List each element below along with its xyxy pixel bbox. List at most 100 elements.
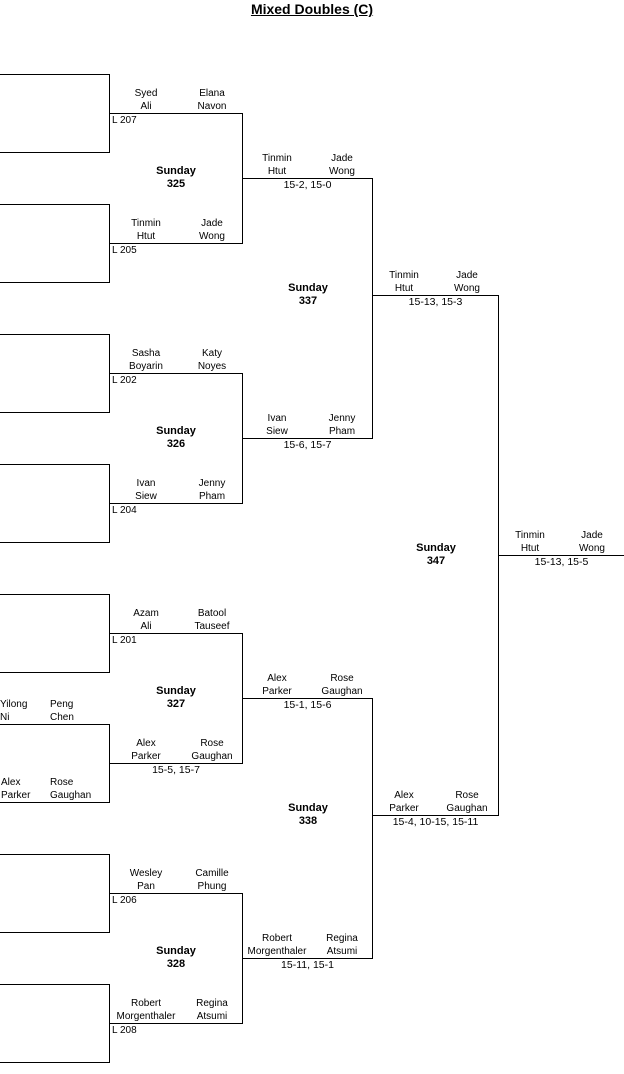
player-last-name: Gaughan xyxy=(321,686,363,697)
loser-from-label: L 206 xyxy=(112,895,137,906)
player-last-name: Siew xyxy=(266,426,288,437)
player-last-name: Parker xyxy=(262,686,292,697)
match-number: 338 xyxy=(298,815,318,827)
match-day: Sunday xyxy=(156,685,196,697)
player-first-name: Elana xyxy=(199,88,225,99)
player-first-name: Jade xyxy=(456,270,478,281)
player-last-name: Phung xyxy=(197,881,227,892)
match-number: 328 xyxy=(166,958,186,970)
loser-from-label: L 208 xyxy=(112,1025,137,1036)
match-score: 15-4, 10-15, 15-11 xyxy=(392,816,479,828)
player-last-name: Parker xyxy=(389,803,419,814)
player-last-name: Wong xyxy=(454,283,480,294)
player-last-name: Gaughan xyxy=(50,790,92,801)
player-first-name: Rose xyxy=(330,673,354,684)
player-last-name: Ali xyxy=(140,101,152,112)
player-first-name: Rose xyxy=(50,777,74,788)
match-score: 15-13, 15-3 xyxy=(408,296,463,308)
slot-line xyxy=(0,542,110,543)
bracket-line xyxy=(109,113,243,114)
slot-line xyxy=(0,1062,110,1063)
player-first-name: Katy xyxy=(201,348,222,359)
player-first-name: Azam xyxy=(133,608,159,619)
player-first-name: Robert xyxy=(130,998,161,1009)
player-last-name: Parker xyxy=(1,790,31,801)
slot-line xyxy=(0,672,110,673)
bracket-line xyxy=(109,1023,243,1024)
player-last-name: Siew xyxy=(135,491,157,502)
player-first-name: Syed xyxy=(134,88,158,99)
player-last-name: Morgenthaler xyxy=(247,946,307,957)
player-last-name: Pham xyxy=(328,426,356,437)
player-first-name: Tinmin xyxy=(389,270,419,281)
player-first-name: Sasha xyxy=(131,348,161,359)
player-last-name: Htut xyxy=(136,231,156,242)
slot-line xyxy=(0,74,110,75)
player-first-name: Tinmin xyxy=(131,218,161,229)
loser-from-label: L 205 xyxy=(112,245,137,256)
match-day: Sunday xyxy=(288,282,328,294)
match-day: Sunday xyxy=(416,542,456,554)
player-last-name: Atsumi xyxy=(196,1011,228,1022)
player-first-name: Ivan xyxy=(136,478,156,489)
player-last-name: Htut xyxy=(267,166,287,177)
player-first-name: Jade xyxy=(331,153,353,164)
player-last-name: Morgenthaler xyxy=(116,1011,176,1022)
loser-from-label: L 201 xyxy=(112,635,137,646)
player-last-name: Boyarin xyxy=(129,361,163,372)
player-last-name: Navon xyxy=(197,101,227,112)
player-first-name: Camille xyxy=(195,868,229,879)
match-day: Sunday xyxy=(288,802,328,814)
player-last-name: Pan xyxy=(137,881,155,892)
player-last-name: Noyes xyxy=(197,361,227,372)
bracket-line xyxy=(372,295,499,296)
player-last-name: Gaughan xyxy=(191,751,233,762)
player-first-name: Jade xyxy=(581,530,603,541)
player-first-name: Jenny xyxy=(198,478,226,489)
match-number: 337 xyxy=(298,295,318,307)
slot-line xyxy=(0,412,110,413)
player-first-name: Yilong xyxy=(0,699,28,710)
player-last-name: Ali xyxy=(140,621,152,632)
match-score: 15-5, 15-7 xyxy=(152,764,200,776)
match-number: 347 xyxy=(426,555,446,567)
bracket-line xyxy=(372,698,373,959)
bracket-line xyxy=(242,958,373,959)
match-score: 15-6, 15-7 xyxy=(283,439,332,451)
bracket-line xyxy=(372,178,373,439)
slot-line xyxy=(0,204,110,205)
match-number: 326 xyxy=(166,438,186,450)
bracket-line xyxy=(109,763,243,764)
slot-line xyxy=(0,594,110,595)
bracket-line xyxy=(242,698,373,699)
player-last-name: Parker xyxy=(131,751,161,762)
player-first-name: Jenny xyxy=(328,413,356,424)
match-day: Sunday xyxy=(156,425,196,437)
player-first-name: Wesley xyxy=(129,868,163,879)
player-first-name: Alex xyxy=(1,777,21,788)
player-last-name: Ni xyxy=(0,712,10,723)
